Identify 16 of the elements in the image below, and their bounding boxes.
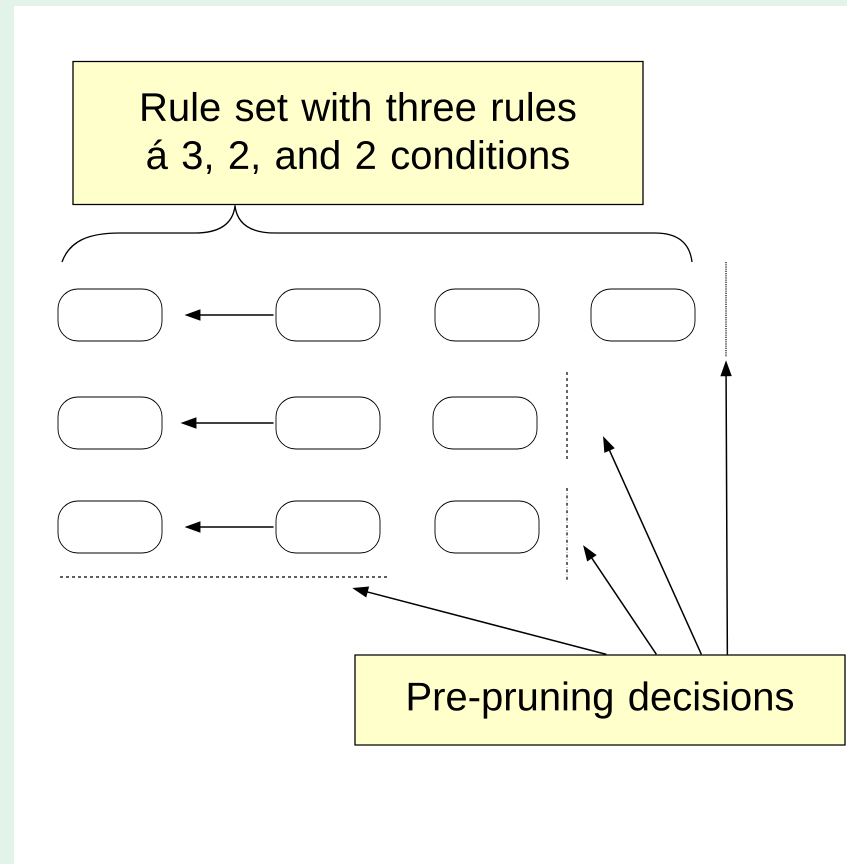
- note-box: Pre-pruning decisions: [354, 654, 846, 746]
- rounded-box: [58, 288, 162, 342]
- rounded-box: [276, 288, 380, 342]
- rounded-box: [434, 288, 540, 342]
- rounded-box: [276, 500, 380, 554]
- rounded-box: [434, 500, 540, 554]
- rounded-box: [58, 396, 162, 450]
- rounded-box: [58, 500, 162, 554]
- cut-line: [566, 488, 568, 580]
- rounded-box: [276, 396, 380, 450]
- note-box: Rule set with three rules á 3, 2, and 2 conditions: [72, 60, 644, 206]
- cut-line: [60, 576, 390, 578]
- rounded-box: [432, 396, 538, 450]
- cut-line: [725, 262, 727, 357]
- rounded-box: [590, 288, 696, 342]
- cut-line: [566, 372, 568, 462]
